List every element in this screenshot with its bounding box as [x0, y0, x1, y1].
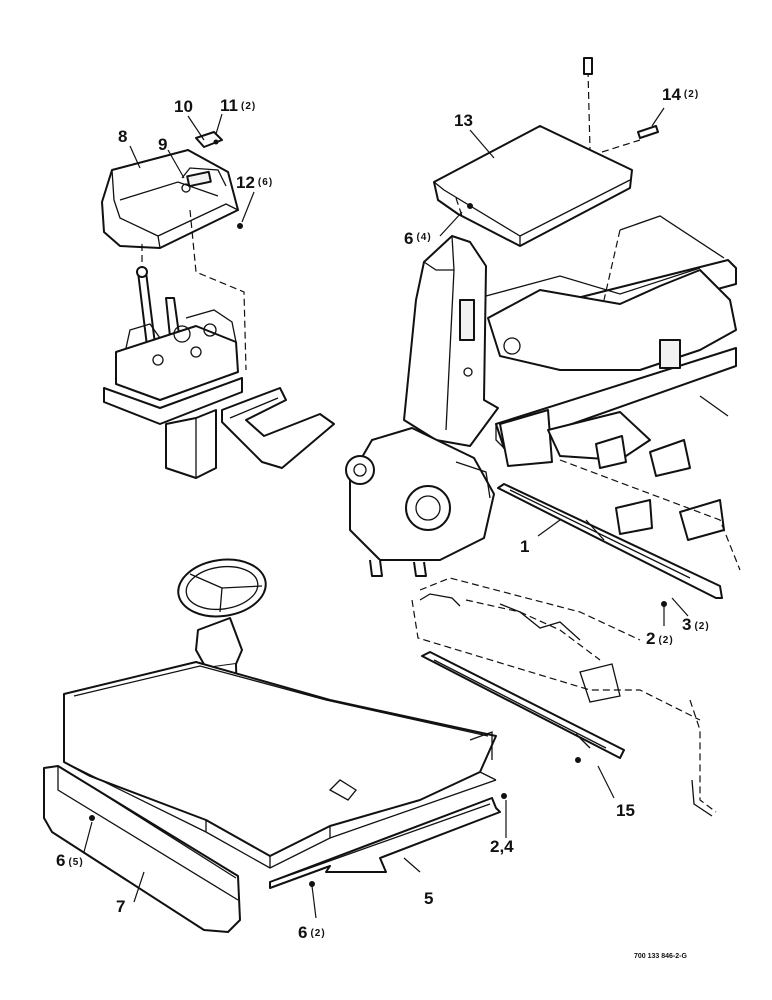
- callout-2-right: 2(2): [646, 629, 674, 648]
- callout-3: 3(2): [682, 615, 710, 634]
- callout-14: 14(2): [662, 85, 699, 104]
- leader-lines: [83, 107, 689, 919]
- callout-15: 15: [616, 801, 635, 820]
- control-valve-block: [115, 325, 239, 401]
- callout-1: 1: [520, 537, 529, 556]
- operator-platform: [43, 139, 667, 933]
- seat-pan: [433, 125, 633, 247]
- chassis-assembly: [345, 215, 741, 599]
- callout-labels: 8 9 10 11(2) 12(6) 13 14(2) 6(4) 1 2(2) …: [56, 85, 710, 960]
- callout-8: 8: [118, 127, 127, 146]
- drawing-reference: 700 133 846-2-G: [634, 953, 687, 960]
- steering-column: [195, 617, 243, 669]
- callout-12: 12(6): [236, 173, 273, 192]
- knob-cap: [195, 131, 223, 148]
- knife-bar-1: [497, 483, 723, 599]
- frame-rail-main: [495, 347, 737, 449]
- console-post: [165, 409, 217, 479]
- callout-10: 10: [174, 97, 193, 116]
- console-assembly: [101, 131, 335, 479]
- callout-6-left: 6(5): [56, 851, 84, 870]
- platform-deck: [63, 661, 497, 857]
- callout-5: 5: [424, 889, 433, 908]
- callout-6-top: 6(4): [404, 229, 432, 248]
- seat-pan-assembly: [433, 57, 659, 247]
- cutter-section: [411, 577, 717, 817]
- callout-9: 9: [158, 135, 167, 154]
- callout-7: 7: [116, 897, 125, 916]
- callout-6-bottom-center: 6(2): [298, 923, 326, 942]
- callout-11: 11(2): [220, 96, 256, 115]
- callout-2-4: 2,4: [490, 837, 514, 856]
- pedal-bracket: [221, 387, 335, 469]
- callout-13: 13: [454, 111, 473, 130]
